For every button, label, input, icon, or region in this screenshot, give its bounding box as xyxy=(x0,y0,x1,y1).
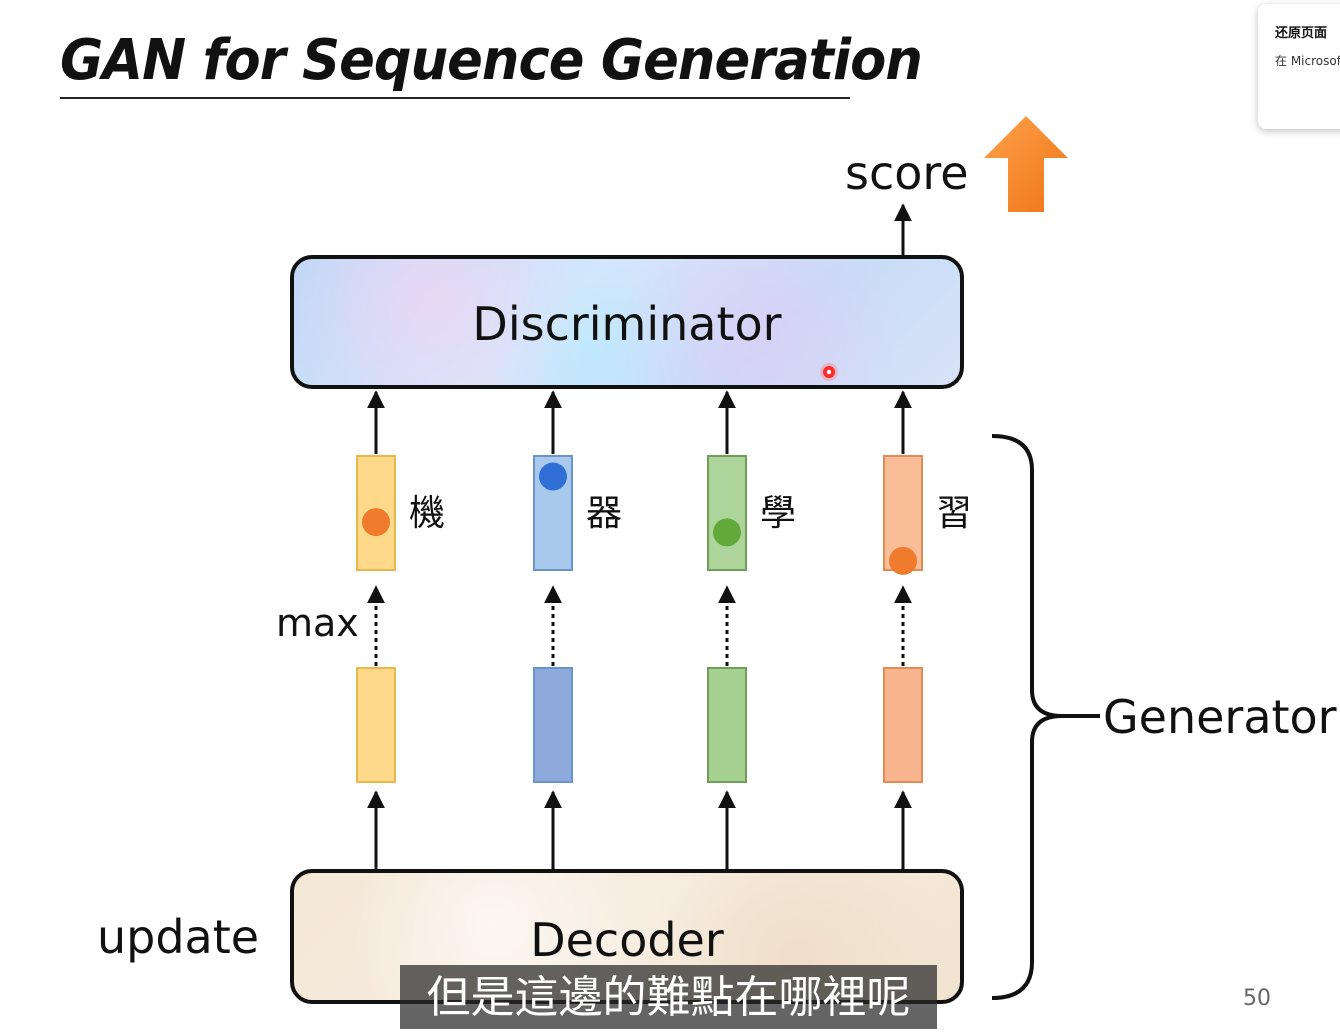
hidden-vector xyxy=(533,667,573,783)
token-char: 習 xyxy=(936,493,973,534)
token-dot xyxy=(539,462,567,491)
token-char: 學 xyxy=(760,493,797,534)
restore-page-popup[interactable]: 还原页面 在 Microsoft xyxy=(1258,4,1340,129)
decoder-label: Decoder xyxy=(530,913,724,967)
hidden-vector xyxy=(356,667,396,783)
generator-label: Generator xyxy=(1103,690,1337,744)
cursor-dot xyxy=(820,363,838,381)
update-label: update xyxy=(97,910,260,964)
token-dot xyxy=(362,508,390,537)
token-char: 機 xyxy=(409,493,446,534)
score-label: score xyxy=(845,146,969,200)
slide-title: GAN for Sequence Generation xyxy=(60,28,923,93)
discriminator-box: Discriminator xyxy=(290,255,964,389)
token-dot xyxy=(889,546,917,575)
token-dot xyxy=(713,518,741,547)
hidden-vector xyxy=(707,667,747,783)
popup-title: 还原页面 xyxy=(1275,26,1328,41)
token-vector xyxy=(707,455,747,571)
popup-description: 在 Microsoft xyxy=(1275,54,1340,68)
discriminator-label: Discriminator xyxy=(472,297,782,351)
title-underline xyxy=(60,97,850,99)
page-number: 50 xyxy=(1243,986,1271,1011)
hidden-vector xyxy=(883,667,923,783)
score-up-arrow-icon xyxy=(984,116,1068,212)
max-label: max xyxy=(276,601,359,645)
generator-brace xyxy=(991,434,1063,1000)
video-subtitle: 但是這邊的難點在哪裡呢 xyxy=(400,965,937,1029)
token-char: 器 xyxy=(586,493,623,534)
